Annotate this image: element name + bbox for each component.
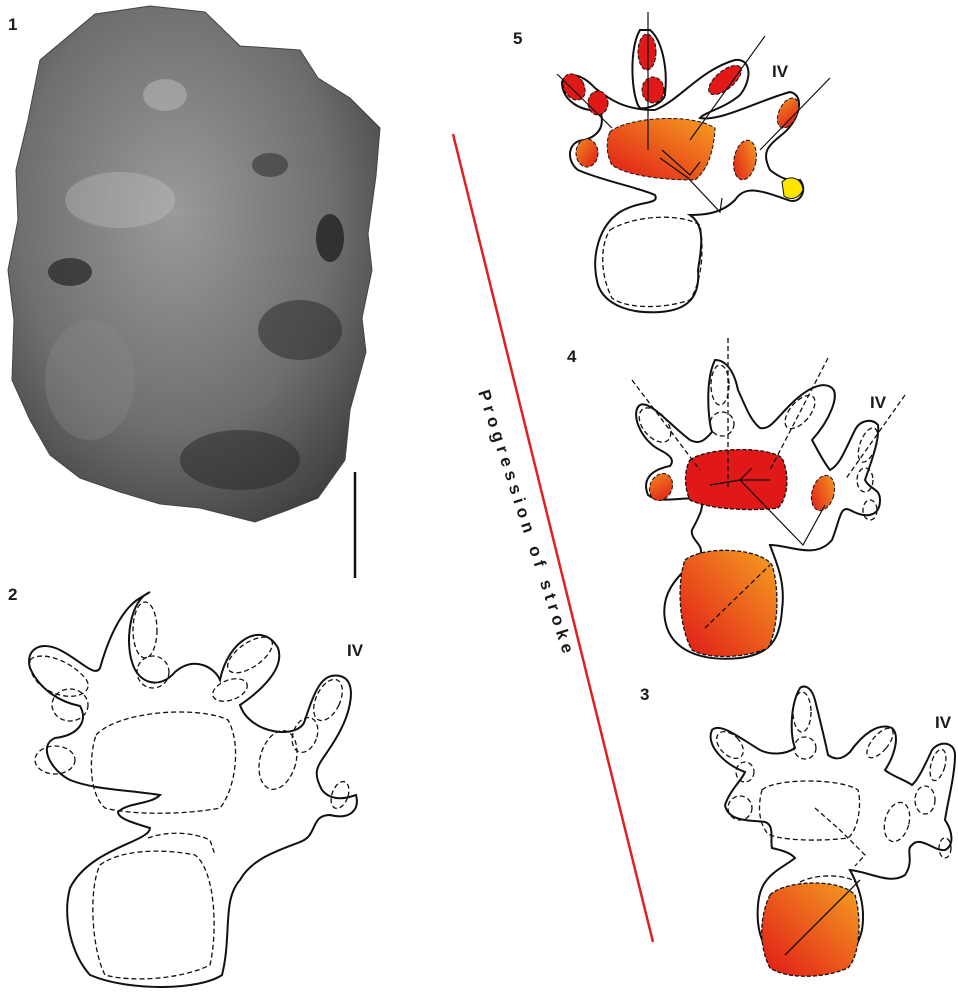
panel-5-label: 5	[513, 29, 522, 48]
panel-2-label: 2	[8, 585, 17, 604]
panel-5-track	[557, 12, 830, 312]
fossil-photograph	[8, 6, 380, 522]
panel-2-track-outline	[29, 592, 357, 987]
panel-3-digit-iv-label: IV	[935, 713, 952, 732]
panel-3-label: 3	[640, 685, 649, 704]
panel-1-label: 1	[8, 15, 17, 34]
panel-3-track	[711, 687, 955, 977]
panel-5-digit-iv-label: IV	[772, 62, 789, 81]
panel-2-digit-iv-label: IV	[347, 641, 364, 660]
panel-4-label: 4	[567, 347, 577, 366]
panel-4-digit-iv-label: IV	[870, 393, 887, 412]
panel-4-track	[632, 338, 905, 659]
